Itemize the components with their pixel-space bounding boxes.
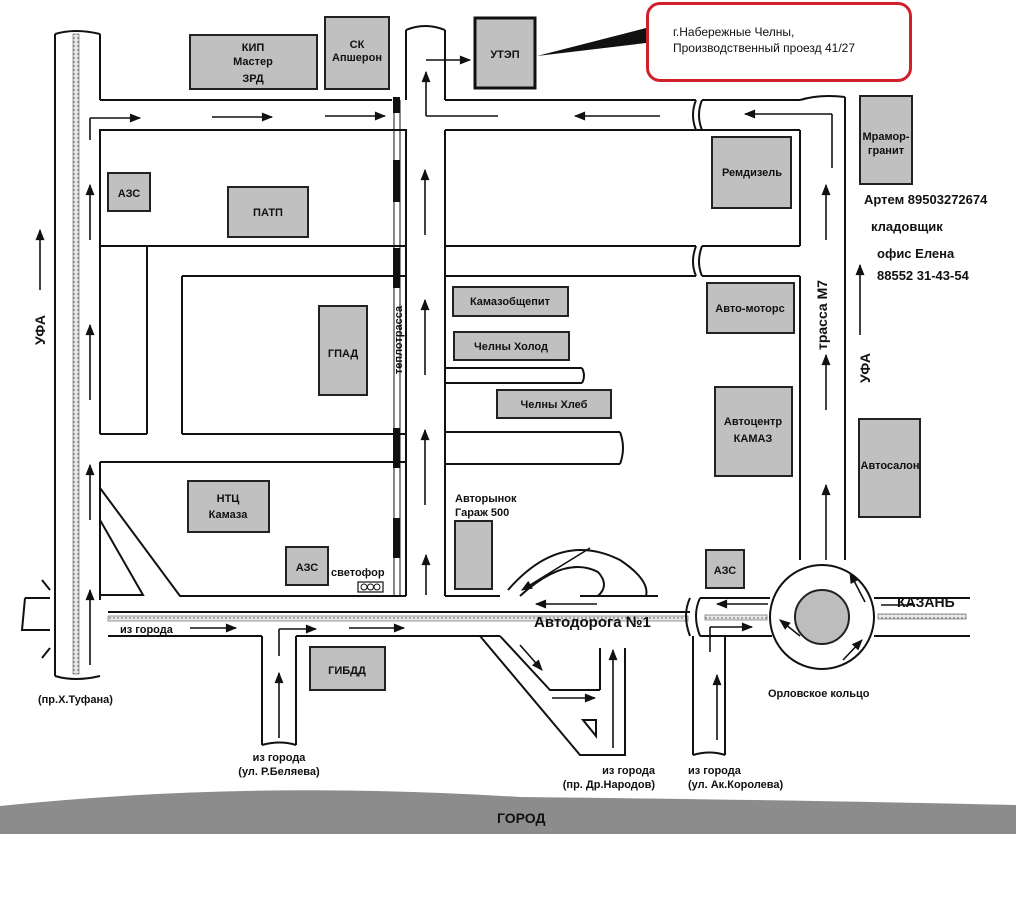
label-azs-top: АЗС — [118, 188, 141, 200]
teplotrassa-line — [393, 97, 401, 596]
label-azs-right: АЗС — [714, 565, 737, 577]
label-chelny-hleb: Челны Хлеб — [521, 399, 588, 411]
label-utep: УТЭП — [490, 49, 519, 61]
address-line-2: Производственный проезд 41/27 — [673, 41, 856, 55]
label-iz-goroda-main: из города — [120, 624, 174, 636]
label-mramor-1: Мрамор- — [862, 131, 909, 143]
building-utep — [473, 16, 537, 90]
road-tufana — [20, 30, 101, 680]
label-kazan: КАЗАНЬ — [897, 594, 955, 610]
contact-office-phone: 88552 31-43-54 — [877, 268, 969, 283]
building-gibdd — [309, 646, 386, 691]
building-avto-motors — [706, 282, 795, 334]
label-gibdd: ГИБДД — [328, 665, 366, 677]
callout-pointer — [537, 28, 646, 56]
building-avtocentr-kamaz — [714, 386, 793, 477]
building-sk-apsheron — [324, 16, 390, 90]
building-avtorynok — [454, 520, 493, 590]
label-ntc-1: НТЦ — [217, 493, 240, 505]
road-blocks — [99, 97, 846, 597]
building-gpad — [318, 305, 368, 396]
label-patp: ПАТП — [253, 207, 283, 219]
building-chelny-holod — [453, 331, 570, 361]
roundabout — [769, 564, 970, 670]
building-avtosalon — [858, 418, 921, 518]
label-kamazobshchepit: Камазобщепит — [470, 296, 551, 308]
building-remdizel — [711, 136, 792, 209]
building-kamazobshchepit — [452, 286, 569, 317]
building-chelny-hleb — [496, 389, 612, 419]
building-azs-right — [705, 549, 745, 589]
label-teplotrassa: теплотрасса — [393, 305, 405, 374]
label-koroleva-1: из города — [688, 765, 742, 777]
label-kip-2: Мастер — [233, 56, 273, 68]
contact-role: кладовщик — [871, 219, 943, 234]
label-chelny-holod: Челны Холод — [474, 341, 548, 353]
label-gpad: ГПАД — [328, 348, 358, 360]
address-line-1: г.Набережные Челны, — [673, 25, 795, 39]
building-patp — [227, 186, 309, 238]
label-orlovskoe: Орловское кольцо — [768, 688, 870, 700]
label-avtodoroga: Автодорога №1 — [534, 614, 651, 631]
label-narodov-1: из города — [602, 765, 656, 777]
city-band — [0, 790, 1016, 834]
building-azs-top — [107, 172, 151, 212]
label-belyaeva-1: из города — [253, 752, 307, 764]
label-mramor-2: гранит — [868, 145, 905, 157]
label-koroleva-2: (ул. Ак.Королева) — [688, 779, 784, 791]
contact-office: офис Елена — [877, 246, 955, 261]
road-main — [107, 549, 772, 756]
label-avtocentr-2: КАМАЗ — [734, 433, 773, 445]
label-svetofor: светофор — [331, 567, 385, 579]
label-kip-3: ЗРД — [242, 73, 264, 85]
label-trassa-m7: трасса М7 — [814, 280, 830, 350]
label-sk-1: СК — [350, 39, 365, 51]
building-kip — [189, 34, 318, 90]
label-remdizel: Ремдизель — [722, 167, 782, 179]
building-mramor-granit — [859, 95, 913, 185]
label-kip-1: КИП — [242, 42, 265, 54]
traffic-light-icon — [357, 581, 384, 593]
label-ufa-left: УФА — [32, 315, 48, 345]
label-ntc-2: Камаза — [209, 509, 249, 521]
building-ntc-kamaza — [187, 480, 270, 533]
address-callout: г.Набережные Челны, Производственный про… — [646, 2, 912, 82]
label-belyaeva-2: (ул. Р.Беляева) — [238, 766, 320, 778]
label-azs-mid: АЗС — [296, 562, 319, 574]
direction-arrows — [35, 55, 915, 748]
label-sk-2: Апшерон — [332, 52, 382, 64]
label-ufa-right: УФА — [857, 353, 873, 383]
contact-artem: Артем 89503272674 — [864, 192, 988, 207]
label-narodov-2: (пр. Др.Народов) — [563, 779, 656, 791]
label-avtosalon: Автосалон — [861, 460, 920, 472]
label-avtocentr-1: Автоцентр — [724, 416, 782, 428]
label-tufana: (пр.Х.Туфана) — [38, 694, 113, 706]
label-gorod: ГОРОД — [497, 810, 546, 826]
label-avto-motors: Авто-моторс — [715, 303, 784, 315]
building-azs-mid — [285, 546, 329, 586]
label-avtorynok-1: Авторынок — [455, 493, 517, 505]
label-avtorynok-2: Гараж 500 — [455, 507, 509, 519]
